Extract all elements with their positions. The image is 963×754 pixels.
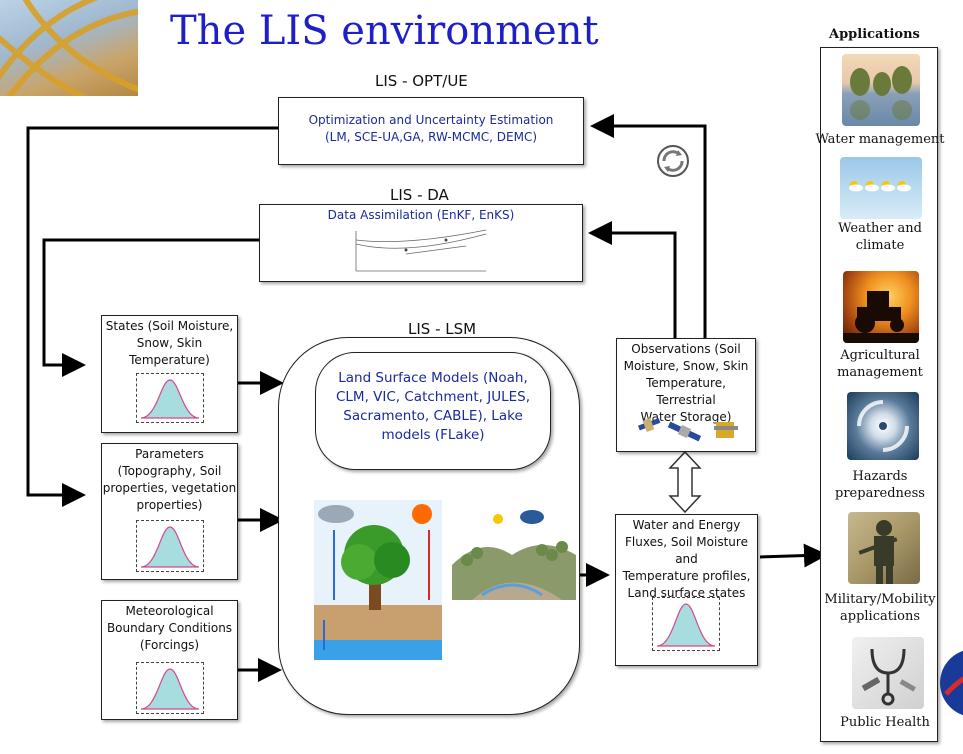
states-distribution-chart: [136, 373, 204, 423]
parameters-line: properties, vegetation: [102, 481, 237, 495]
app-label-health: Public Health: [840, 715, 930, 730]
tractor-sunset-photo-icon: [843, 271, 919, 343]
water-balance-illustration: [314, 500, 442, 660]
applications-header: Applications: [829, 27, 920, 42]
forcings-distribution-chart: [136, 662, 204, 714]
app-label-agri-2: management: [837, 365, 923, 380]
fluxes-line: Land surface states: [627, 586, 746, 600]
medical-tools-photo-icon: [852, 637, 924, 709]
parameters-box: Parameters (Topography, Soil properties,…: [101, 443, 238, 580]
lsm-header: LIS - LSM: [408, 320, 477, 338]
forcings-line: Meteorological: [125, 604, 214, 618]
app-label-weather-2: climate: [855, 238, 905, 253]
forcings-line: Boundary Conditions: [106, 621, 233, 635]
observations-line: Observations (Soil: [631, 342, 741, 356]
fluxes-line: Water and Energy: [632, 518, 741, 532]
lsm-models-line: CLM, VIC, Catchment, JULES,: [335, 389, 531, 405]
forcings-line: (Forcings): [139, 638, 200, 652]
lsm-models-line: Land Surface Models (Noah,: [338, 370, 528, 386]
da-equation-graph: [355, 229, 487, 272]
parameters-line: (Topography, Soil: [117, 464, 222, 478]
app-label-weather-1: Weather and: [838, 221, 922, 236]
soldier-photo-icon: [848, 512, 920, 584]
fluxes-line: Fluxes, Soil Moisture and: [625, 535, 748, 566]
parameters-distribution-chart: [136, 520, 204, 572]
fluxes-line: Temperature profiles,: [622, 569, 751, 583]
observations-line: Water Storage): [640, 410, 732, 424]
opt-line2: (LM, SCE-UA,GA, RW-MCMC, DEMC): [324, 130, 538, 144]
app-label-water: Water management: [815, 132, 945, 147]
fluxes-box: Water and Energy Fluxes, Soil Moisture a…: [615, 514, 758, 666]
observations-line: Moisture, Snow, Skin: [623, 359, 749, 373]
page-title: The LIS environment: [170, 8, 599, 54]
da-line1: Data Assimilation (EnKF, EnKS): [327, 208, 515, 222]
app-label-military-1: Military/Mobility: [824, 592, 936, 607]
observations-line: Temperature, Terrestrial: [646, 376, 726, 407]
states-line: Temperature): [129, 353, 210, 367]
parameters-line: properties): [136, 498, 203, 512]
app-label-agri-1: Agricultural: [840, 348, 920, 363]
lsm-models-line: Sacramento, CABLE), Lake: [343, 408, 523, 424]
parameters-line: Parameters: [135, 447, 204, 461]
opt-line1: Optimization and Uncertainty Estimation: [308, 113, 554, 127]
catchment-illustration: [452, 505, 576, 615]
app-label-military-2: applications: [840, 609, 920, 624]
lsm-models-line: models (FLake): [381, 427, 485, 443]
satellites-illustration: [626, 410, 746, 446]
weather-forecast-icons-icon: [840, 157, 922, 219]
opt-header: LIS - OPT/UE: [375, 72, 468, 90]
da-header: LIS - DA: [390, 186, 449, 204]
states-line: States (Soil Moisture,: [105, 319, 234, 333]
states-line: Snow, Skin: [136, 336, 203, 350]
logo-image: [0, 0, 138, 96]
fluxes-distribution-chart: [652, 597, 720, 651]
app-label-hazards-2: preparedness: [835, 486, 925, 501]
opt-box: Optimization and Uncertainty Estimation …: [278, 97, 584, 165]
nasa-logo: [936, 644, 963, 722]
da-box: Data Assimilation (EnKF, EnKS): [259, 204, 583, 282]
app-label-hazards-1: Hazards: [852, 469, 908, 484]
hurricane-satellite-photo-icon: [847, 392, 919, 460]
cycle-icon: [654, 142, 692, 180]
lake-trees-photo-icon: [842, 54, 920, 126]
lsm-models-box: Land Surface Models (Noah, CLM, VIC, Cat…: [315, 352, 551, 470]
